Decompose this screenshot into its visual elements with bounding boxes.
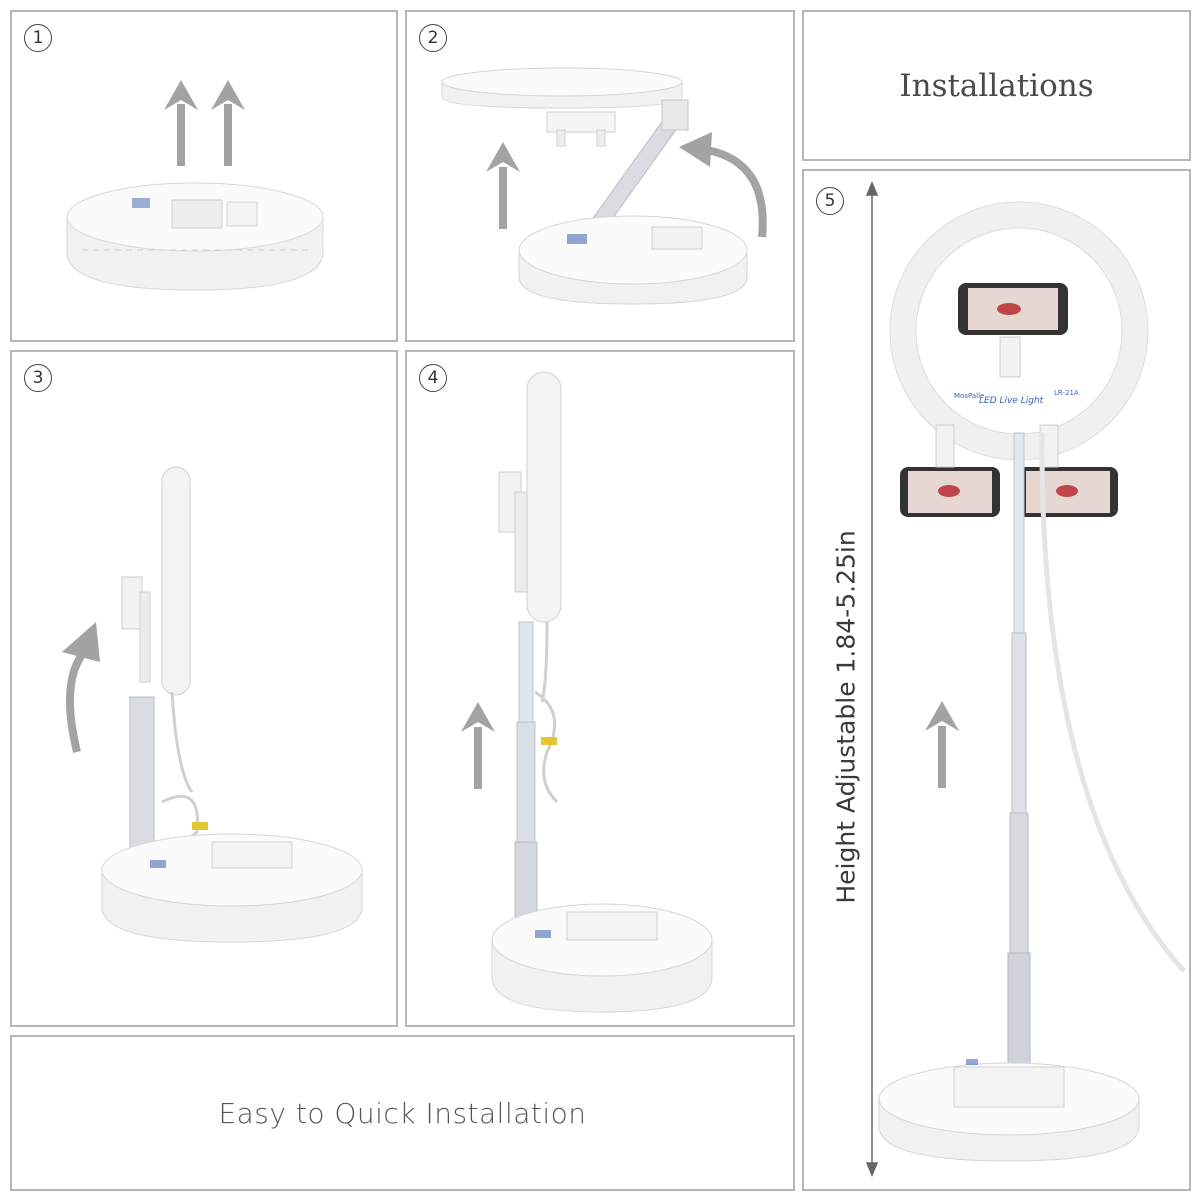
phone-mockup-icon [958, 283, 1068, 378]
folded-base-illustration [66, 80, 324, 291]
step-4-badge: 4 [419, 364, 447, 392]
curved-arrow-icon [679, 132, 767, 238]
step-1-panel: 1 [10, 10, 398, 342]
side-ring-illustration [62, 466, 363, 943]
power-cable-icon [534, 621, 559, 804]
step-5-panel: 5 Height Adjustable 1.84-5.25in MosPalle… [802, 169, 1191, 1191]
step-3-badge: 3 [24, 364, 52, 392]
telescopic-pole-icon [1007, 432, 1031, 1074]
extended-pole-illustration [461, 371, 713, 1013]
curved-arrow-icon [62, 622, 100, 753]
power-cable-icon [1039, 432, 1186, 973]
ring-product-text: LED Live Light [979, 396, 1044, 406]
height-dimension-line-icon [865, 181, 879, 1177]
unfolding-ring-illustration [441, 67, 767, 305]
pole-icon [129, 696, 155, 858]
ring-light-side-icon [121, 466, 191, 696]
ring-brand-text: MosPalle [954, 392, 984, 400]
full-ring-light-illustration: MosPalle LR-21A LED Live Light [865, 181, 1186, 1177]
ring-light-top-icon [441, 67, 683, 109]
installations-title-panel: Installations [802, 10, 1191, 161]
cable-tie-icon [192, 822, 208, 830]
base-icon [878, 1059, 1140, 1162]
caption-panel: Easy to Quick Installation [10, 1035, 795, 1191]
step-1-badge: 1 [24, 24, 52, 52]
up-arrow-icon [486, 142, 520, 229]
pole-icon [514, 621, 538, 923]
caption-heading: Easy to Quick Installation [218, 1096, 587, 1130]
step-5-badge: 5 [816, 187, 844, 215]
installations-heading: Installations [899, 67, 1094, 104]
base-icon [491, 903, 713, 1013]
tilt-pole-icon [582, 99, 689, 241]
step-3-panel: 3 [10, 350, 398, 1027]
up-arrow-icon [461, 702, 495, 789]
folded-base-icon [66, 182, 324, 291]
ring-light-side-icon [498, 371, 562, 623]
up-arrow-icon [164, 80, 245, 166]
up-arrow-icon [925, 701, 959, 788]
phone-mockup-icon [900, 424, 1000, 517]
step-2-badge: 2 [419, 24, 447, 52]
step-2-panel: 2 [405, 10, 795, 342]
base-icon [101, 833, 363, 943]
step-4-panel: 4 [405, 350, 795, 1027]
ring-model-text: LR-21A [1054, 389, 1079, 397]
base-icon [518, 215, 748, 305]
phone-clip-icon [546, 111, 616, 147]
cable-tie-icon [541, 737, 557, 745]
